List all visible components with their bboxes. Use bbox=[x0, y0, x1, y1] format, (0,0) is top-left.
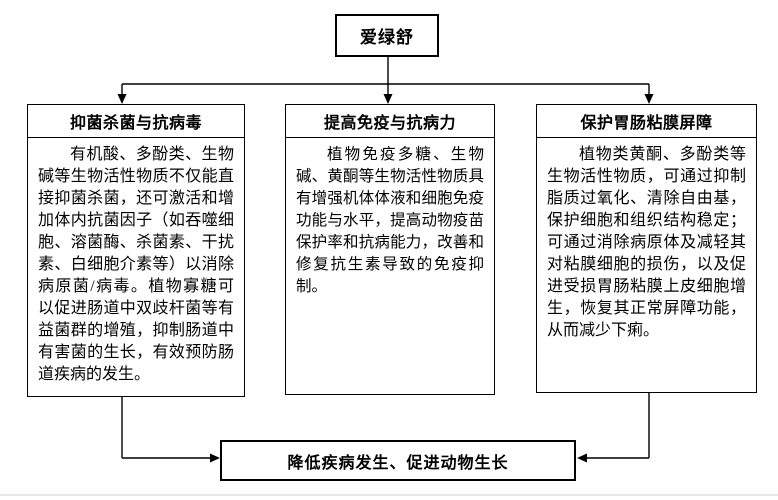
branch-title: 提高免疫与抗病力 bbox=[286, 105, 494, 138]
arrow-down-icon bbox=[644, 94, 654, 104]
branch-title: 抑菌杀菌与抗病毒 bbox=[28, 105, 244, 138]
branch-body: 植物免疫多糖、生物碱、黄酮等生物活性物质具有增强机体体液和细胞免疫功能与水平，提… bbox=[296, 146, 484, 295]
branch-title: 保护胃肠粘膜屏障 bbox=[537, 105, 756, 138]
branch-box-mucosa: 保护胃肠粘膜屏障 植物类黄酮、多酚类等生物活性物质，可通过抑制脂质过氧化、清除自… bbox=[536, 104, 757, 393]
root-product-box: 爱绿舒 bbox=[335, 14, 439, 57]
root-product-label: 爱绿舒 bbox=[360, 28, 414, 47]
arrow-right-icon bbox=[210, 453, 220, 463]
outcome-label: 降低疾病发生、促进动物生长 bbox=[287, 454, 509, 472]
branch-box-immunity: 提高免疫与抗病力 植物免疫多糖、生物碱、黄酮等生物活性物质具有增强机体体液和细胞… bbox=[285, 104, 495, 395]
branch-body: 植物类黄酮、多酚类等生物活性物质，可通过抑制脂质过氧化、清除自由基，保护细胞和组… bbox=[547, 146, 746, 339]
arrow-left-icon bbox=[577, 453, 587, 463]
branch-body: 有机酸、多酚类、生物碱等生物活性物质不仅能直接抑菌杀菌，还可激活和增加体内抗菌因… bbox=[38, 146, 234, 383]
arrow-down-icon bbox=[383, 94, 393, 104]
outcome-box: 降低疾病发生、促进动物生长 bbox=[220, 440, 576, 481]
arrow-down-icon bbox=[117, 94, 127, 104]
page-divider bbox=[0, 494, 778, 496]
branch-box-antibacterial: 抑菌杀菌与抗病毒 有机酸、多酚类、生物碱等生物活性物质不仅能直接抑菌杀菌，还可激… bbox=[27, 104, 245, 397]
